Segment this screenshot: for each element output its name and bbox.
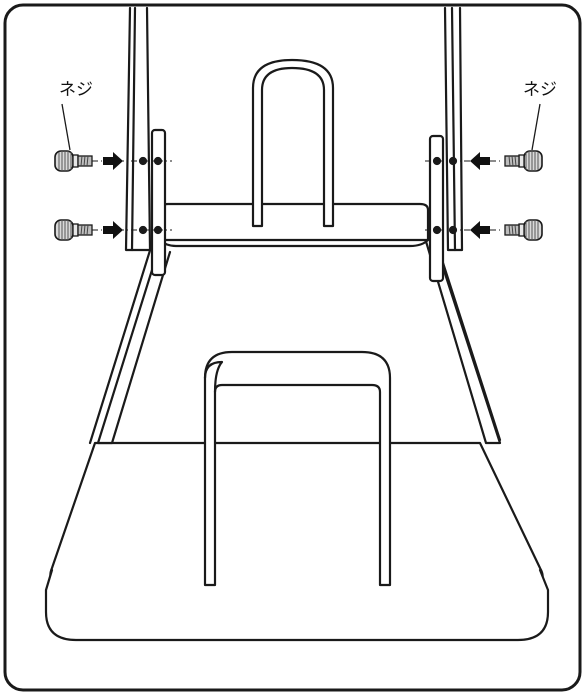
left-side-leg xyxy=(88,236,172,445)
leader-line-left xyxy=(61,103,71,151)
lower-u-handle xyxy=(203,350,392,587)
base-tray xyxy=(44,441,550,642)
right-side-leg xyxy=(423,236,502,445)
upper-u-handle xyxy=(251,58,335,228)
leader-line-right xyxy=(531,103,541,151)
screw-label-left: ネジ xyxy=(59,80,93,100)
cross-bar xyxy=(158,202,430,248)
screw-label-right: ネジ xyxy=(523,80,557,100)
